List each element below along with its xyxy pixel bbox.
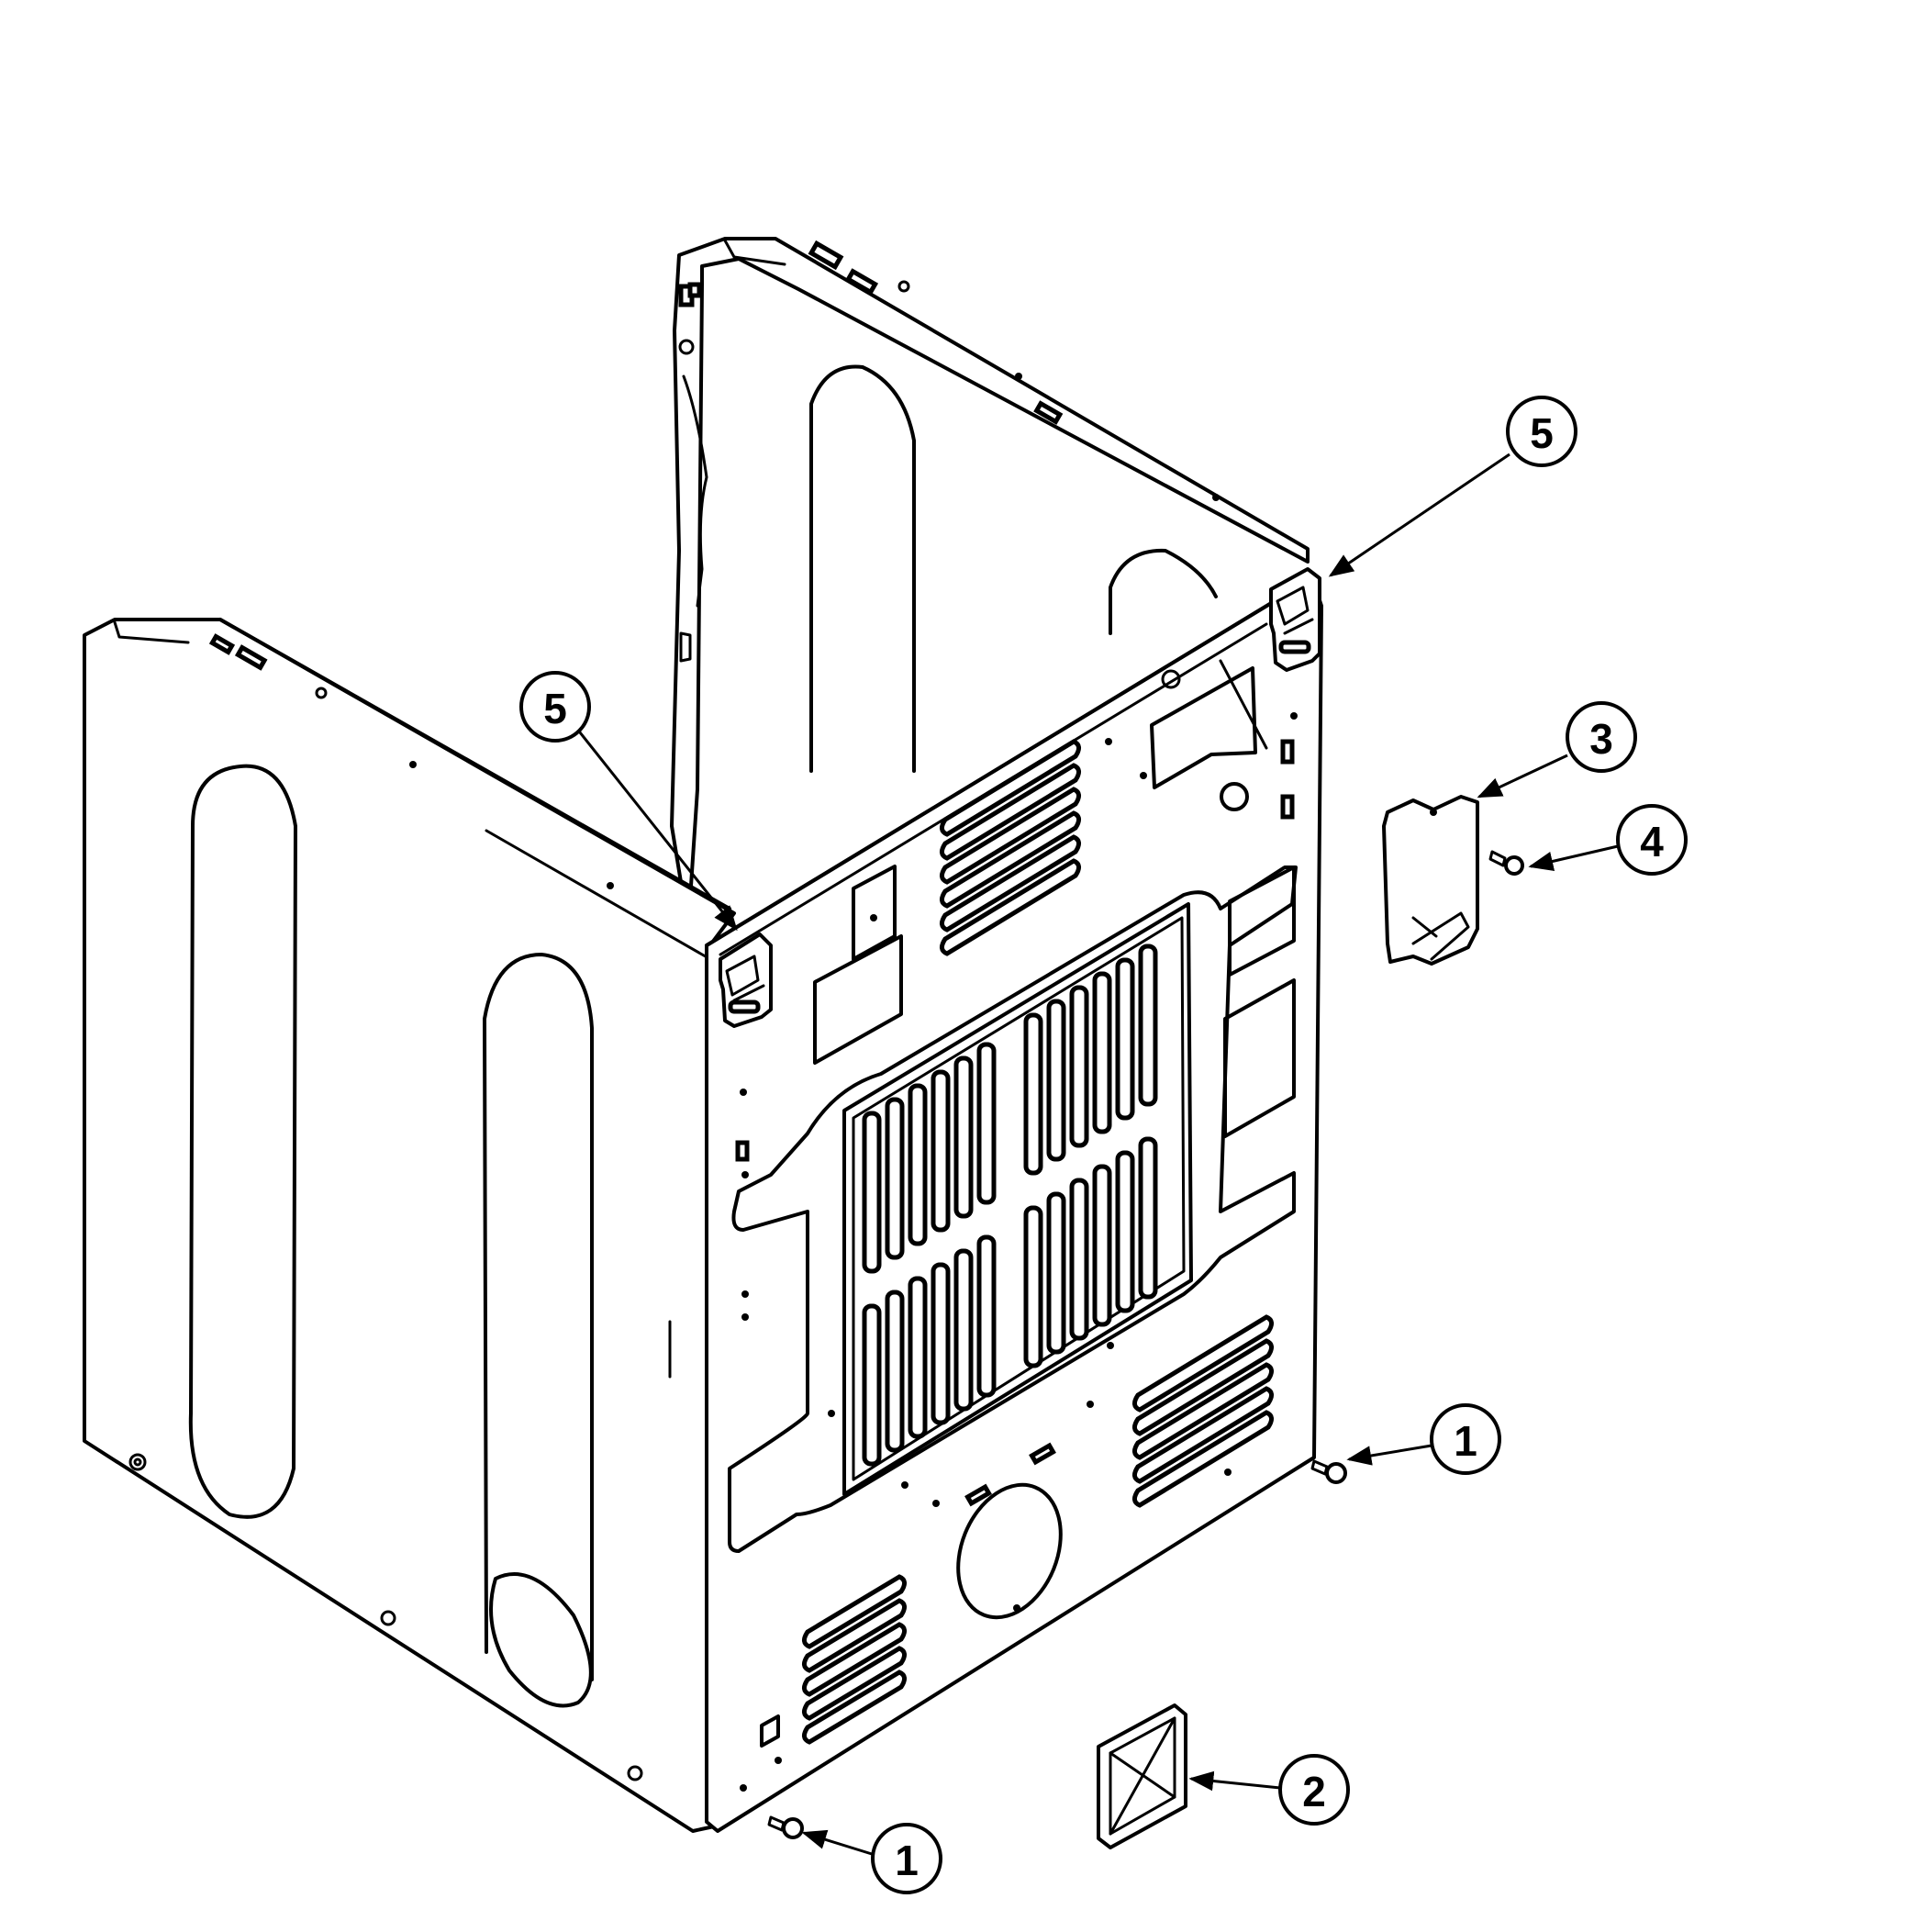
upper-louvers — [940, 739, 1081, 956]
grille-slots — [862, 944, 1158, 1467]
callout-label: 1 — [1454, 1417, 1477, 1465]
callout-4: 4 — [1616, 804, 1688, 876]
callout-5-top-right: 5 — [1506, 396, 1577, 467]
screw-part-1-right — [1310, 1459, 1347, 1484]
callout-3: 3 — [1566, 701, 1637, 773]
callout-label: 5 — [543, 685, 567, 732]
screw-part-1-bottom — [767, 1815, 804, 1839]
callout-label: 5 — [1530, 409, 1554, 457]
callout-label: 3 — [1589, 715, 1613, 763]
lower-left-louvers — [802, 1574, 907, 1745]
hinge-bracket-right — [1269, 567, 1321, 672]
callout-5-left: 5 — [519, 671, 591, 743]
left-side-panel — [83, 618, 736, 1833]
cover-plate-part-2 — [1097, 1703, 1187, 1849]
callout-1-bottom: 1 — [871, 1823, 942, 1894]
callout-2: 2 — [1278, 1754, 1350, 1826]
rear-side-panel — [670, 237, 1310, 929]
callout-leaders — [574, 452, 1619, 1856]
screw-part-4 — [1488, 850, 1524, 876]
callout-label: 1 — [895, 1837, 919, 1884]
bracket-part-3 — [1382, 795, 1479, 966]
callout-label: 4 — [1640, 818, 1664, 865]
lower-right-louvers — [1132, 1314, 1274, 1508]
back-panel — [668, 576, 1323, 1833]
callout-1-right: 1 — [1430, 1403, 1501, 1475]
callout-label: 2 — [1302, 1768, 1326, 1815]
hinge-bracket-left — [719, 932, 773, 1028]
